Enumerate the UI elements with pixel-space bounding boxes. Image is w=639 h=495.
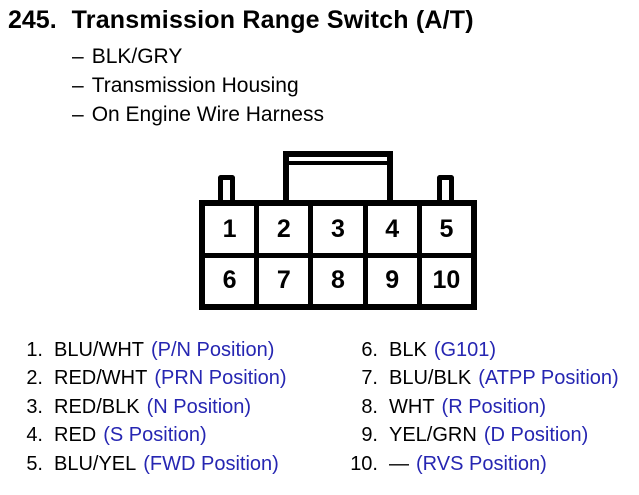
latch-ridge-line <box>289 161 387 165</box>
pin-cell: 8 <box>313 257 363 304</box>
pin-number-label: 10. <box>350 452 378 475</box>
wire-color-label: RED/BLK <box>54 395 140 418</box>
position-label: (S Position) <box>103 424 207 447</box>
legend-left-column: 1. BLU/WHT (P/N Position) 2. RED/WHT (PR… <box>10 336 287 478</box>
pin-cell: 7 <box>259 257 309 304</box>
pin-number-label: 6. <box>361 339 378 361</box>
wire-color-label: — <box>389 452 409 475</box>
position-label: (PRN Position) <box>154 367 287 390</box>
item-number: 245. <box>8 6 57 34</box>
pin-cell: 1 <box>205 206 255 253</box>
wire-color-label: BLU/WHT <box>54 339 144 361</box>
pin-number-label: 7. <box>361 367 378 390</box>
connector-key-tab-left <box>218 175 235 206</box>
pin-cell: 4 <box>367 206 417 253</box>
dash-bullet: – <box>72 45 84 68</box>
pin-number-label: 5. <box>26 452 43 475</box>
pin-number-label: 1. <box>26 339 43 361</box>
dash-bullet: – <box>72 103 84 126</box>
wire-color-label: WHT <box>389 395 435 418</box>
position-label: (G101) <box>433 339 497 361</box>
legend-right-column: 6. BLK (G101) 7. BLU/BLK (ATPP Position)… <box>345 336 619 478</box>
legend-row: 3. RED/BLK (N Position) <box>10 393 287 421</box>
pin-number-label: 2. <box>26 367 43 390</box>
connector-diagram: 1 2 3 4 5 6 7 8 9 10 <box>199 200 477 310</box>
position-label: (R Position) <box>441 395 547 418</box>
position-label: (N Position) <box>146 395 252 418</box>
legend-row: 6. BLK (G101) <box>345 336 619 364</box>
detail-list: – BLK/GRY – Transmission Housing – On En… <box>72 42 324 129</box>
legend-row: 8. WHT (R Position) <box>345 393 619 421</box>
pin-cell: 3 <box>313 206 363 253</box>
connector-key-tab-right <box>437 175 454 206</box>
wire-color-label: RED <box>54 424 97 447</box>
legend-row: 1. BLU/WHT (P/N Position) <box>10 336 287 364</box>
dash-bullet: – <box>72 74 84 97</box>
position-label: (ATPP Position) <box>478 367 619 390</box>
wire-color-label: YEL/GRN <box>389 424 477 447</box>
item-title: Transmission Range Switch (A/T) <box>71 6 474 34</box>
pin-number-label: 4. <box>26 424 43 447</box>
wire-color-label: RED/WHT <box>54 367 148 390</box>
legend-row: 10. — (RVS Position) <box>345 450 619 478</box>
detail-item: – BLK/GRY <box>72 42 324 71</box>
legend-row: 7. BLU/BLK (ATPP Position) <box>345 364 619 392</box>
position-label: (D Position) <box>483 424 589 447</box>
pin-cell: 6 <box>205 257 255 304</box>
detail-text: Transmission Housing <box>91 74 299 97</box>
pin-number-label: 9. <box>361 424 378 447</box>
detail-item: – On Engine Wire Harness <box>72 100 324 129</box>
detail-text: On Engine Wire Harness <box>91 103 324 126</box>
pin-cell: 9 <box>367 257 417 304</box>
detail-text: BLK/GRY <box>91 45 183 68</box>
legend-row: 2. RED/WHT (PRN Position) <box>10 364 287 392</box>
position-label: (FWD Position) <box>143 452 279 475</box>
wire-color-label: BLU/BLK <box>389 367 472 390</box>
page-title: 245. Transmission Range Switch (A/T) <box>8 6 474 35</box>
pin-cell: 10 <box>421 257 471 304</box>
legend-row: 9. YEL/GRN (D Position) <box>345 421 619 449</box>
wire-color-label: BLU/YEL <box>54 452 137 475</box>
legend-row: 4. RED (S Position) <box>10 421 287 449</box>
detail-item: – Transmission Housing <box>72 71 324 100</box>
position-label: (RVS Position) <box>416 452 547 475</box>
pin-number-label: 8. <box>361 395 378 418</box>
legend-row: 5. BLU/YEL (FWD Position) <box>10 450 287 478</box>
wire-color-label: BLK <box>389 339 427 361</box>
pin-cell: 2 <box>259 206 309 253</box>
position-label: (P/N Position) <box>151 339 275 361</box>
connector-top-latch <box>283 151 393 206</box>
pin-number-label: 3. <box>26 395 43 418</box>
pin-cell: 5 <box>421 206 471 253</box>
